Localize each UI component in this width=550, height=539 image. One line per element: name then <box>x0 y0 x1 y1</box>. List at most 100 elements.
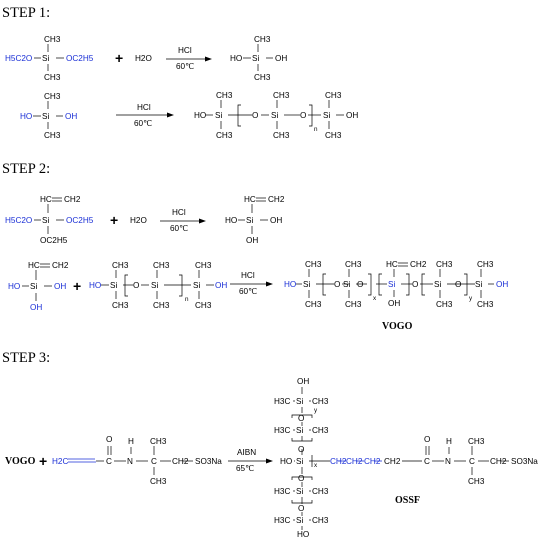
plus-sign: + <box>110 212 118 228</box>
svg-text:OC2H5: OC2H5 <box>40 236 68 245</box>
svg-text:OH: OH <box>346 111 358 120</box>
svg-text:CH3: CH3 <box>254 35 271 44</box>
svg-text:HO: HO <box>230 54 242 63</box>
svg-text:Si: Si <box>323 111 330 120</box>
svg-text:CH3: CH3 <box>44 92 61 101</box>
svg-text:H2C: H2C <box>52 457 68 466</box>
svg-text:OH: OH <box>54 282 66 291</box>
svg-text:n: n <box>314 126 318 133</box>
svg-text:CH3: CH3 <box>305 300 322 309</box>
svg-text:SO3Na: SO3Na <box>511 457 538 466</box>
svg-text:O: O <box>298 414 304 423</box>
ossf-label: OSSF <box>395 495 420 506</box>
svg-text:O: O <box>334 280 340 289</box>
reaction-arrow <box>116 112 174 118</box>
svg-text:HO: HO <box>280 457 292 466</box>
svg-text:Si: Si <box>246 216 253 225</box>
condition-catalyst: HCl <box>178 46 192 55</box>
svg-text:Si: Si <box>271 111 278 120</box>
svg-text:O: O <box>298 474 304 483</box>
svg-text:Si: Si <box>30 282 37 291</box>
dimethylsilanediol-reactant: CH3 Si CH3 HO OH <box>20 92 77 140</box>
svg-text:SO3Na: SO3Na <box>195 457 222 466</box>
svg-text:CH3: CH3 <box>312 487 329 496</box>
svg-text:CH2: CH2 <box>346 457 363 466</box>
svg-text:CH2: CH2 <box>64 195 81 204</box>
svg-text:C: C <box>469 457 475 466</box>
svg-text:Si: Si <box>110 281 117 290</box>
svg-text:CH3: CH3 <box>153 261 170 270</box>
svg-text:CH3: CH3 <box>312 397 329 406</box>
svg-text:HO: HO <box>284 280 296 289</box>
svg-text:CH3: CH3 <box>195 301 212 310</box>
reaction-arrow <box>230 281 273 287</box>
plus-sign: + <box>115 50 123 66</box>
svg-text:C: C <box>151 457 157 466</box>
svg-text:HO: HO <box>297 530 309 539</box>
condition-temperature: 60℃ <box>134 119 152 128</box>
svg-text:O: O <box>252 111 258 120</box>
svg-text:Si: Si <box>296 397 303 406</box>
svg-text:OH: OH <box>215 281 227 290</box>
condition-catalyst: HCl <box>137 103 151 112</box>
vinyltriethoxysilane: HC CH2 Si H5C2O OC2H5 OC2H5 <box>5 195 94 245</box>
svg-text:CH3: CH3 <box>312 516 329 525</box>
svg-text:Si: Si <box>296 487 303 496</box>
svg-text:CH2: CH2 <box>364 457 381 466</box>
svg-text:CH3: CH3 <box>153 301 170 310</box>
svg-text:y: y <box>314 407 318 414</box>
svg-text:O: O <box>298 504 304 513</box>
svg-text:CH3: CH3 <box>345 260 362 269</box>
svg-text:OH: OH <box>297 377 309 386</box>
plus-sign: + <box>73 278 81 294</box>
svg-text:HO: HO <box>20 112 32 121</box>
svg-text:Si: Si <box>151 281 158 290</box>
svg-text:Si: Si <box>42 216 49 225</box>
svg-text:Si: Si <box>296 426 303 435</box>
svg-text:C: C <box>106 457 112 466</box>
svg-text:n: n <box>185 296 189 303</box>
svg-text:HC: HC <box>244 195 256 204</box>
svg-text:O: O <box>300 111 306 120</box>
water: H2O <box>130 216 147 225</box>
svg-text:Si: Si <box>252 54 259 63</box>
vogo-copolymer: HO CH3 Si CH3 O CH3 Si CH3 O x HC CH2 Si… <box>284 260 508 309</box>
svg-text:OH: OH <box>275 54 287 63</box>
svg-text:H5C2O: H5C2O <box>5 216 32 225</box>
vogo-reactant: VOGO <box>5 456 36 467</box>
svg-text:CH3: CH3 <box>325 91 342 100</box>
plus-sign: + <box>39 453 47 469</box>
svg-text:CH3: CH3 <box>477 260 494 269</box>
svg-text:O: O <box>455 280 461 289</box>
svg-text:OC2H5: OC2H5 <box>66 216 94 225</box>
svg-text:CH3: CH3 <box>468 477 485 486</box>
svg-text:CH3: CH3 <box>150 437 167 446</box>
svg-text:CH2: CH2 <box>52 261 69 270</box>
condition-initiator: AIBN <box>237 448 256 457</box>
svg-text:HO: HO <box>8 282 20 291</box>
vinylsilanetriol: HC CH2 Si HO OH OH <box>225 195 285 245</box>
svg-text:CH2: CH2 <box>330 457 347 466</box>
svg-text:x: x <box>373 295 377 302</box>
svg-text:CH2: CH2 <box>384 457 401 466</box>
svg-text:CH2: CH2 <box>268 195 285 204</box>
svg-text:Si: Si <box>296 457 303 466</box>
ethoxy-right: OC2H5 <box>66 54 94 63</box>
svg-text:CH3: CH3 <box>150 477 167 486</box>
condition-catalyst: HCl <box>172 208 186 217</box>
svg-text:O: O <box>412 280 418 289</box>
svg-text:Si: Si <box>475 280 482 289</box>
ethoxy-left: H5C2O <box>5 54 32 63</box>
svg-text:CH3: CH3 <box>312 426 329 435</box>
svg-text:Si: Si <box>42 54 49 63</box>
svg-text:H3C: H3C <box>274 426 290 435</box>
step-2-heading: STEP 2: <box>2 161 50 177</box>
polydimethylsiloxane: HO CH3 Si CH3 O CH3 Si CH3 O n CH3 Si CH… <box>194 91 358 140</box>
svg-text:CH3: CH3 <box>273 131 290 140</box>
svg-text:CH3: CH3 <box>345 300 362 309</box>
step-3-heading: STEP 3: <box>2 350 50 366</box>
svg-text:CH3: CH3 <box>44 35 61 44</box>
reaction-arrow <box>166 56 212 62</box>
svg-text:N: N <box>127 457 133 466</box>
condition-catalyst: HCl <box>241 271 255 280</box>
